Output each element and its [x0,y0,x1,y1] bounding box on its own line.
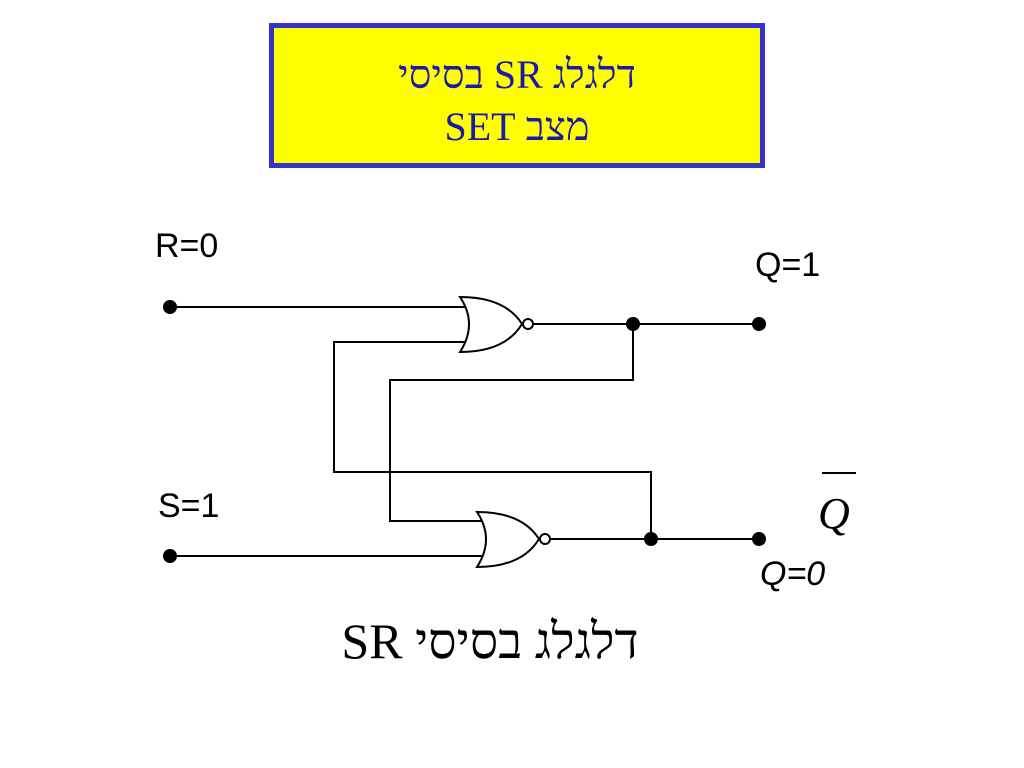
q-output-terminal [752,317,766,331]
s-input-terminal [163,549,177,563]
qbar-junction-dot [644,532,658,546]
qbar-feedback-wire [333,341,652,539]
q-feedback-wire [389,324,634,522]
q-junction-dot [626,317,640,331]
title-box: דלגלג SR בסיסי מצב SET [269,23,765,168]
upper-gate-bubble [522,318,534,330]
q-output-label: Q=1 [755,246,820,284]
qbar-symbol-letter: Q [818,489,850,538]
diagram-caption: דלגלג בסיסי SR [341,613,639,669]
qbar-symbol: Q [818,472,856,538]
nor-gate-icon [458,295,524,354]
qbar-output-label: Q=0 [760,555,825,593]
title-line-1: דלגלג SR בסיסי [398,52,636,97]
s-input-label: S=1 [158,487,219,525]
upper-nor-gate [458,295,534,354]
r-input-label: R=0 [155,227,218,265]
lower-nor-gate [475,510,551,569]
qbar-output-terminal [752,532,766,546]
nor-gate-icon [475,510,541,569]
lower-gate-bubble [539,533,551,545]
r-input-terminal [163,300,177,314]
title-line-2: מצב SET [444,104,590,149]
